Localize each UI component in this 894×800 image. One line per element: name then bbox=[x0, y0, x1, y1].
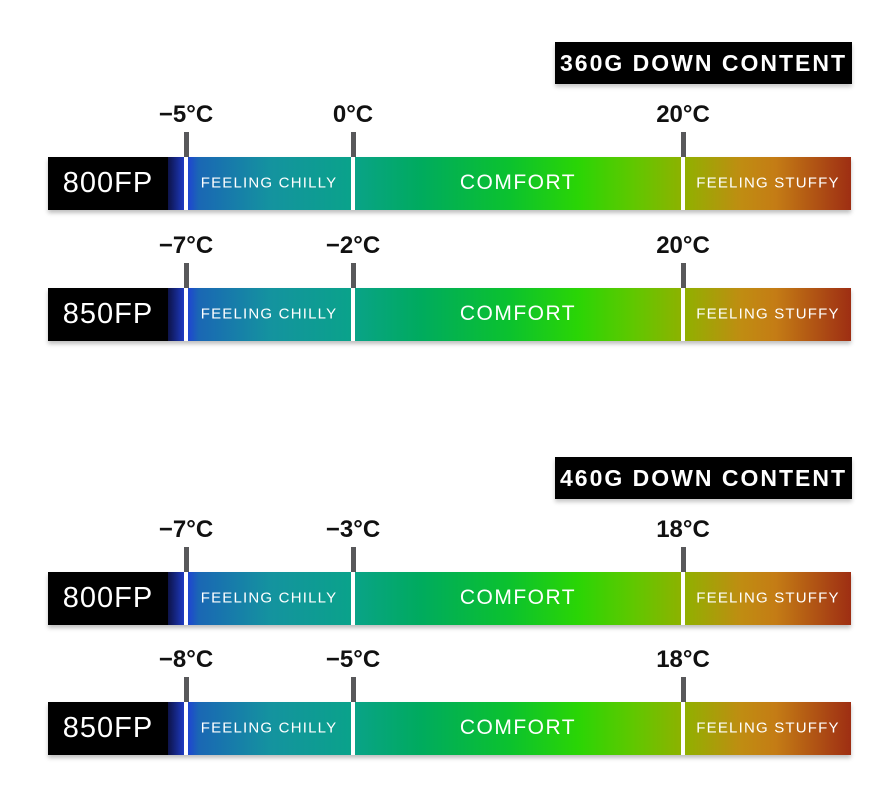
temperature-tick bbox=[351, 547, 356, 572]
temperature-tick bbox=[184, 677, 189, 702]
temperature-gradient-bar bbox=[168, 702, 851, 755]
temp-label: −7°C bbox=[158, 516, 214, 543]
segment-label-comfort: COMFORT bbox=[459, 302, 577, 325]
temperature-tick bbox=[681, 263, 686, 288]
segment-label-comfort: COMFORT bbox=[459, 716, 577, 739]
temperature-tick bbox=[184, 547, 189, 572]
temperature-tick bbox=[351, 263, 356, 288]
range-divider bbox=[184, 702, 188, 755]
temperature-tick bbox=[681, 132, 686, 157]
temp-label: 0°C bbox=[332, 101, 374, 128]
comfort-bar-row-800fp-460g: 800FP FEELING CHILLY COMFORT FEELING STU… bbox=[48, 572, 851, 625]
range-divider bbox=[351, 157, 355, 210]
group-header-360g: 360G DOWN CONTENT bbox=[555, 42, 852, 84]
range-divider bbox=[681, 702, 685, 755]
temperature-tick bbox=[681, 677, 686, 702]
group-header-label: 360G DOWN CONTENT bbox=[559, 49, 848, 76]
range-divider bbox=[184, 288, 188, 341]
temp-label: −8°C bbox=[158, 646, 214, 673]
segment-label-chilly: FEELING CHILLY bbox=[200, 589, 338, 607]
fill-power-label: 800FP bbox=[62, 167, 154, 199]
range-divider bbox=[351, 572, 355, 625]
temperature-tick bbox=[681, 547, 686, 572]
fill-power-label: 800FP bbox=[62, 582, 154, 614]
comfort-bar-row-850fp-460g: 850FP FEELING CHILLY COMFORT FEELING STU… bbox=[48, 702, 851, 755]
segment-label-stuffy: FEELING STUFFY bbox=[696, 719, 840, 737]
temp-label: 20°C bbox=[656, 101, 710, 128]
comfort-bar-row-850fp-360g: 850FP FEELING CHILLY COMFORT FEELING STU… bbox=[48, 288, 851, 341]
temp-label: −3°C bbox=[325, 516, 381, 543]
temperature-gradient-bar bbox=[168, 157, 851, 210]
range-divider bbox=[184, 157, 188, 210]
temperature-tick bbox=[184, 132, 189, 157]
temperature-tick bbox=[351, 132, 356, 157]
temp-label: −2°C bbox=[325, 232, 381, 259]
segment-label-chilly: FEELING CHILLY bbox=[200, 174, 338, 192]
fill-power-label: 850FP bbox=[62, 712, 154, 744]
fill-power-label-box: 850FP bbox=[48, 288, 168, 341]
fill-power-label-box: 800FP bbox=[48, 157, 168, 210]
segment-label-comfort: COMFORT bbox=[459, 171, 577, 194]
fill-power-label: 850FP bbox=[62, 298, 154, 330]
temp-label: 18°C bbox=[656, 646, 710, 673]
range-divider bbox=[351, 288, 355, 341]
temp-label: −7°C bbox=[158, 232, 214, 259]
range-divider bbox=[184, 572, 188, 625]
group-header-460g: 460G DOWN CONTENT bbox=[555, 457, 852, 499]
temp-label: 18°C bbox=[656, 516, 710, 543]
range-divider bbox=[351, 702, 355, 755]
segment-label-stuffy: FEELING STUFFY bbox=[696, 589, 840, 607]
segment-label-comfort: COMFORT bbox=[459, 586, 577, 609]
temperature-gradient-bar bbox=[168, 572, 851, 625]
segment-label-stuffy: FEELING STUFFY bbox=[696, 305, 840, 323]
segment-label-stuffy: FEELING STUFFY bbox=[696, 174, 840, 192]
temp-label: 20°C bbox=[656, 232, 710, 259]
temp-label: −5°C bbox=[158, 101, 214, 128]
fill-power-label-box: 800FP bbox=[48, 572, 168, 625]
segment-label-chilly: FEELING CHILLY bbox=[200, 305, 338, 323]
temperature-gradient-bar bbox=[168, 288, 851, 341]
range-divider bbox=[681, 572, 685, 625]
segment-label-chilly: FEELING CHILLY bbox=[200, 719, 338, 737]
temperature-tick bbox=[351, 677, 356, 702]
temp-label: −5°C bbox=[325, 646, 381, 673]
fill-power-label-box: 850FP bbox=[48, 702, 168, 755]
comfort-bar-row-800fp-360g: 800FP FEELING CHILLY COMFORT FEELING STU… bbox=[48, 157, 851, 210]
temperature-tick bbox=[184, 263, 189, 288]
group-header-label: 460G DOWN CONTENT bbox=[559, 464, 848, 491]
range-divider bbox=[681, 157, 685, 210]
range-divider bbox=[681, 288, 685, 341]
